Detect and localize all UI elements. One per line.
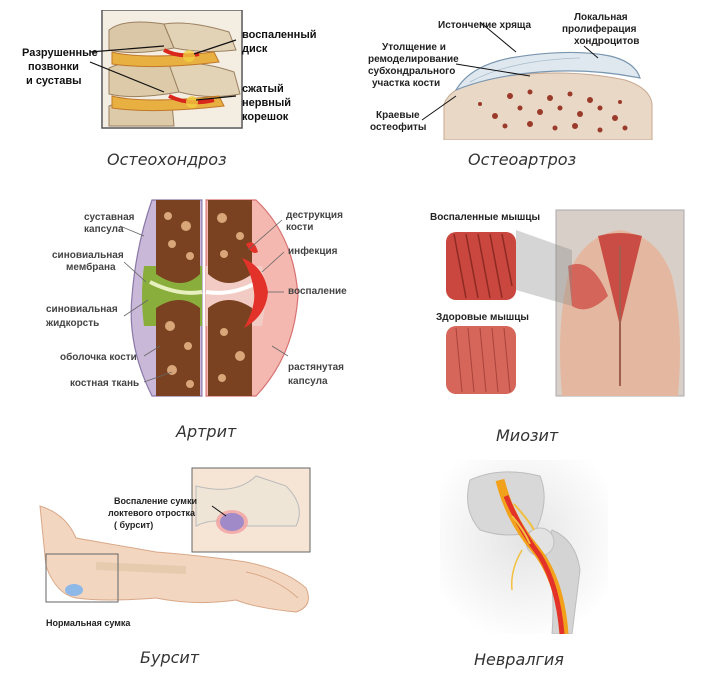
- label-synfl-2: жидкорсть: [45, 318, 99, 329]
- inflamed-muscle: [446, 232, 516, 300]
- bursitis-illustration: Воспаление сумки локтевого отростка ( бу…: [39, 467, 311, 628]
- panel-osteochondrosis: Разрушенные позвонки и суставы воспаленн…: [14, 10, 324, 134]
- label-bursitis-3: ( бурсит): [114, 520, 153, 530]
- panel-neuralgia: [440, 460, 608, 634]
- inflamed-bursa: [220, 513, 244, 531]
- panel-myositis: Воспаленные мышцы Здоровые мышцы: [412, 206, 688, 400]
- label-tissue: костная ткань: [70, 378, 139, 389]
- label-prolif-2: пролиферация: [562, 23, 637, 35]
- caption-osteochondrosis: Остеохондроз: [107, 150, 227, 169]
- label-osteo-1: Краевые: [376, 110, 420, 121]
- spongy-bone-dots: [478, 89, 628, 133]
- label-thick-2: ремоделирование: [368, 54, 459, 65]
- label-healthy-muscles: Здоровые мышцы: [436, 312, 529, 323]
- label-destroyed-2: позвонки: [28, 61, 79, 73]
- caption-neuralgia: Невралгия: [474, 650, 564, 669]
- label-capsule-1: суставная: [84, 212, 135, 223]
- label-root-1: сжатый: [242, 83, 284, 95]
- label-synfl-1: синовиальная: [46, 304, 118, 315]
- label-bursitis-2: локтевого отростка: [108, 508, 196, 518]
- label-capsule-2: капсула: [84, 224, 124, 235]
- label-shell: оболочка кости: [60, 351, 137, 363]
- panel-arthritis: суставная капсула синовиальная мембрана …: [32, 196, 360, 400]
- label-stretch-2: капсула: [288, 376, 328, 387]
- normal-bursa: [65, 584, 83, 596]
- label-disc-2: диск: [242, 43, 268, 55]
- label-normal-bursa: Нормальная сумка: [46, 618, 131, 628]
- myositis-illustration: Воспаленные мышцы Здоровые мышцы: [412, 206, 688, 400]
- healthy-muscle: [446, 326, 516, 394]
- label-thinning: Истончение хряща: [438, 20, 531, 31]
- label-inflam: воспаление: [288, 286, 347, 297]
- caption-bursitis: Бурсит: [140, 648, 200, 667]
- label-destr-1: деструкция: [286, 210, 343, 221]
- label-synmem-2: мембрана: [66, 261, 116, 273]
- label-inflamed-muscles: Воспаленные мышцы: [430, 212, 540, 223]
- label-thick-4: участка кости: [372, 78, 440, 89]
- label-root-3: корешок: [242, 111, 289, 123]
- osteochondrosis-illustration: Разрушенные позвонки и суставы воспаленн…: [22, 10, 316, 129]
- panel-bursitis: Воспаление сумки локтевого отростка ( бу…: [36, 466, 318, 632]
- label-osteo-2: остеофиты: [370, 121, 426, 133]
- osteoarthrosis-illustration: Истончение хряща Локальная пролиферация …: [368, 12, 653, 140]
- label-thick-3: субхондрального: [368, 65, 455, 77]
- label-prolif-3: хондроцитов: [574, 36, 639, 47]
- caption-myositis: Миозит: [496, 426, 559, 445]
- label-disc-1: воспаленный: [242, 29, 316, 41]
- label-root-2: нервный: [242, 97, 291, 109]
- panel-osteoarthrosis: Истончение хряща Локальная пролиферация …: [360, 8, 690, 140]
- label-infection: инфекция: [288, 245, 338, 257]
- caption-osteoarthrosis: Остеоартроз: [468, 150, 577, 169]
- label-destroyed-3: и суставы: [26, 75, 82, 87]
- caption-arthritis: Артрит: [176, 422, 237, 441]
- label-synmem-1: синовиальная: [52, 250, 124, 261]
- label-thick-1: Утолщение и: [382, 42, 446, 53]
- label-destroyed-1: Разрушенные: [22, 47, 98, 59]
- arthritis-illustration: суставная капсула синовиальная мембрана …: [45, 199, 347, 397]
- neuralgia-illustration: [440, 460, 608, 634]
- label-prolif-1: Локальная: [574, 12, 628, 23]
- label-destr-2: кости: [286, 222, 313, 233]
- label-bursitis-1: Воспаление сумки: [114, 496, 197, 506]
- label-stretch-1: растянутая: [288, 362, 344, 373]
